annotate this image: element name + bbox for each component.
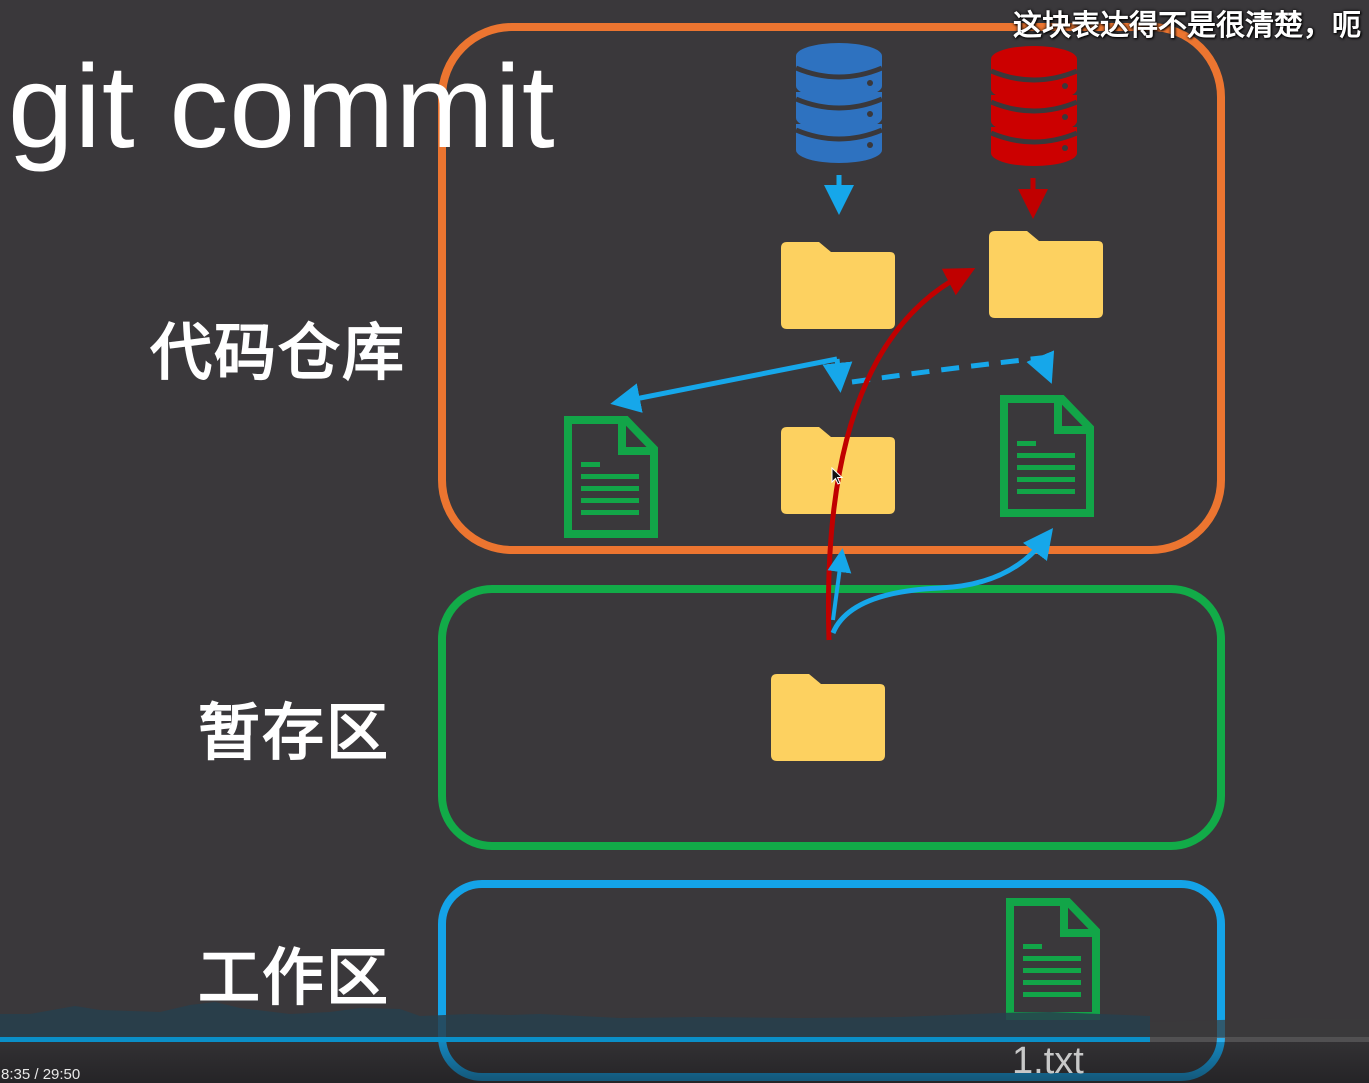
workspace-file-name: 1.txt [1012, 1040, 1084, 1082]
video-player-bar [0, 1000, 1369, 1083]
arrow-blue-to-right-file [830, 528, 1054, 635]
seek-progress [0, 1037, 1150, 1042]
staging-zone-border [438, 585, 1225, 850]
repository-zone-label: 代码仓库 [150, 316, 407, 389]
arrow-folder-down [822, 358, 853, 393]
arrow-folder-to-left-file [610, 356, 838, 413]
seek-bar[interactable] [0, 1037, 1369, 1042]
database-icon [795, 43, 883, 163]
staging-zone-label: 暂存区 [198, 696, 391, 769]
mouse-pointer-icon [831, 467, 844, 485]
time-display: 8:35 / 29:50 [1, 1066, 81, 1083]
folder-icon [989, 231, 1103, 318]
database-icon [990, 46, 1078, 166]
subtitle-caption: 这块表达得不是很清楚，呃 [1013, 8, 1362, 42]
text-file-icon [568, 420, 654, 534]
workspace-zone-label: 工作区 [198, 941, 391, 1014]
text-file-icon [1004, 399, 1090, 513]
arrow-dashed-to-right-file [851, 350, 1055, 385]
player-shade [0, 1042, 1369, 1083]
slide-title: git commit [8, 41, 556, 173]
folder-icon [771, 674, 885, 761]
folder-icon [781, 242, 895, 329]
text-file-icon [1010, 902, 1096, 1016]
arrow-blue-short-up [827, 548, 852, 621]
seek-heatmap [0, 1002, 1369, 1038]
